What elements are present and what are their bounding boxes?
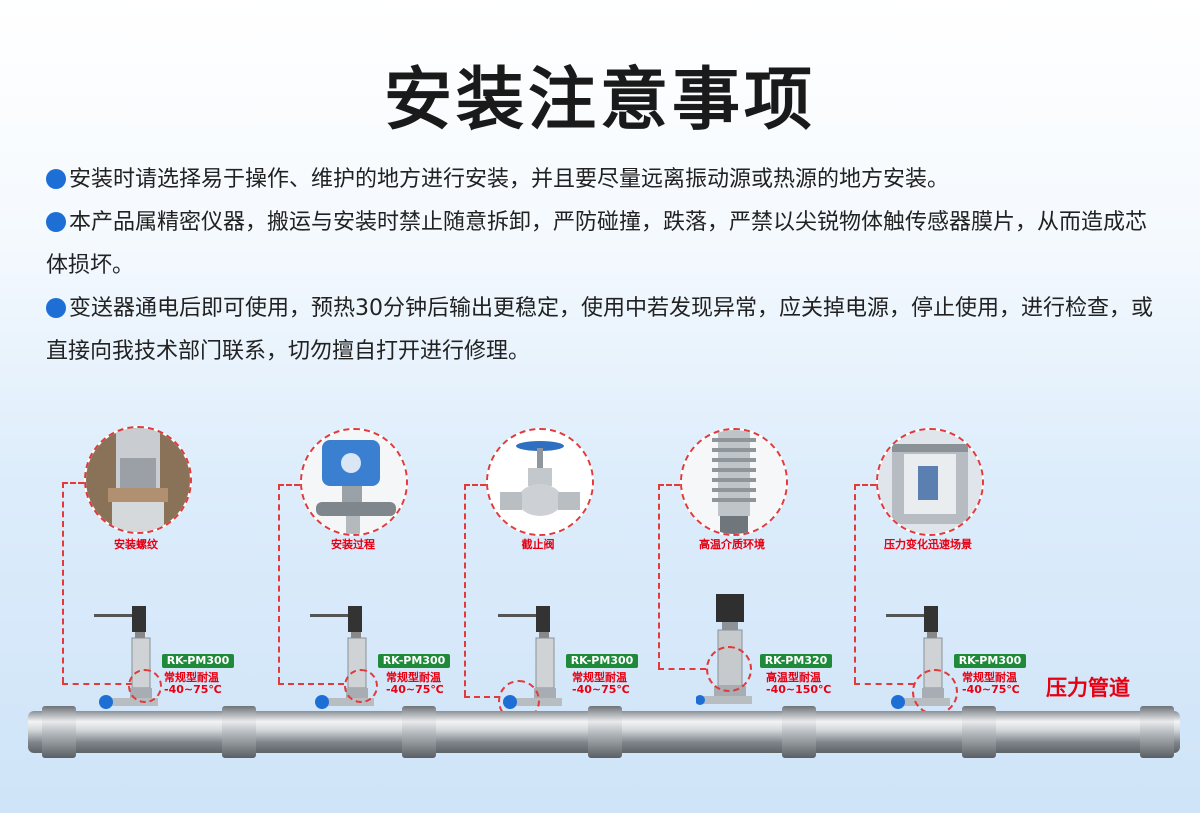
callout-label: 安装过程 [331, 538, 375, 551]
high-temp-sensor-image [680, 428, 788, 536]
spec-text: 常规型耐温 -40~75℃ [962, 671, 1020, 696]
highlight-ring [706, 646, 752, 692]
pipe-flange [42, 706, 76, 758]
installation-process-image [300, 428, 408, 536]
model-badge: RK-PM300 [378, 654, 450, 668]
spec-text: 常规型耐温 -40~75℃ [386, 671, 444, 696]
pipe-flange [222, 706, 256, 758]
callout-label: 截止阀 [521, 538, 555, 551]
model-badge: RK-PM320 [760, 654, 832, 668]
page-title: 安装注意事项 [383, 61, 816, 140]
pipe-label: 压力管道 [1046, 676, 1130, 700]
model-badge: RK-PM300 [566, 654, 638, 668]
thread-closeup-image [84, 426, 192, 534]
spec-text: 常规型耐温 -40~75℃ [572, 671, 630, 696]
pipe-flange [1140, 706, 1174, 758]
note-item: 变送器通电后即可使用，预热30分钟后输出更稳定，使用中若发现异常，应关掉电源，停… [46, 296, 1153, 364]
note-item: 安装时请选择易于操作、维护的地方进行安装，并且要尽量远离振动源或热源的地方安装。 [46, 158, 1166, 201]
model-badge: RK-PM300 [954, 654, 1026, 668]
globe-valve-image [486, 428, 594, 536]
bullet-dot-icon [46, 212, 66, 232]
pipe-flange [402, 706, 436, 758]
installation-notes: 安装时请选择易于操作、维护的地方进行安装，并且要尽量远离振动源或热源的地方安装。… [46, 158, 1166, 373]
pipe-flange [782, 706, 816, 758]
callout-label: 压力变化迅速场景 [884, 538, 972, 551]
spec-text: 常规型耐温 -40~75℃ [164, 671, 222, 696]
highlight-ring [344, 669, 378, 703]
spec-text: 高温型耐温 -40~150℃ [766, 671, 832, 696]
bullet-dot-icon [46, 298, 66, 318]
note-item: 本产品属精密仪器，搬运与安装时禁止随意拆卸，严防碰撞，跌落，严禁以尖锐物体触传感… [46, 210, 1148, 278]
callout-label: 安装螺纹 [114, 538, 158, 551]
model-badge: RK-PM300 [162, 654, 234, 668]
pipe-flange [962, 706, 996, 758]
pipe-flange [588, 706, 622, 758]
rapid-pressure-change-image [876, 428, 984, 536]
bullet-dot-icon [46, 169, 66, 189]
highlight-ring [912, 669, 958, 715]
callout-label: 高温介质环境 [699, 538, 765, 551]
highlight-ring [128, 669, 162, 703]
